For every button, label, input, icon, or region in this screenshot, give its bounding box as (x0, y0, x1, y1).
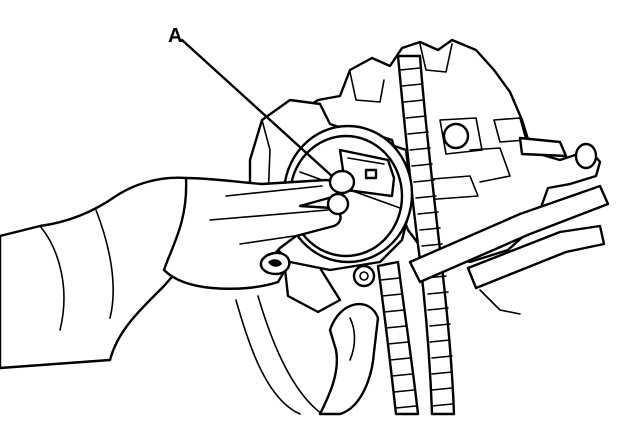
engine-block (298, 38, 602, 264)
second-ribbed-hose (376, 260, 420, 416)
finger-tip-a (328, 169, 356, 195)
hand (0, 169, 356, 370)
callout-label-a: A (168, 25, 182, 47)
callout-a: A (168, 25, 336, 180)
finger-tip-b (326, 192, 350, 216)
coolant-pipes (408, 184, 610, 315)
leader-line-a (180, 38, 336, 180)
lower-pipe (235, 258, 380, 416)
